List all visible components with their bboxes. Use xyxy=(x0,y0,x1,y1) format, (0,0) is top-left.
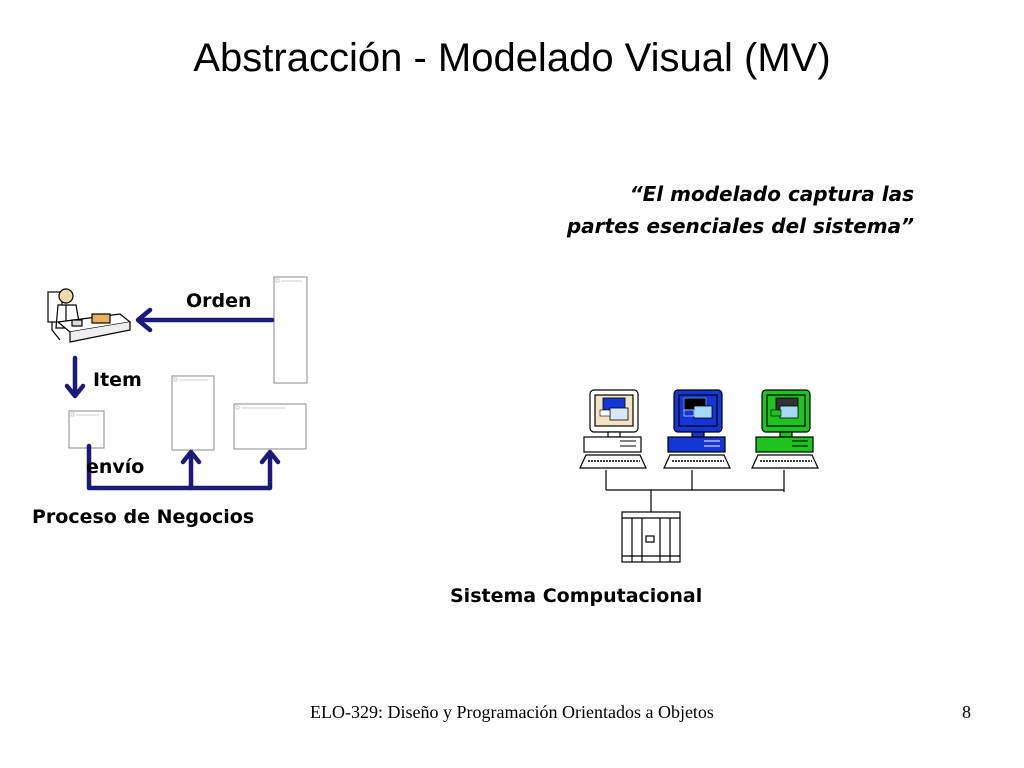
label-order: Orden xyxy=(186,290,252,312)
quote-line-2: partes esenciales del sistema” xyxy=(566,214,914,238)
business-process-caption: Proceso de Negocios xyxy=(32,506,255,528)
label-item: Item xyxy=(93,369,142,391)
network-lines xyxy=(605,470,785,512)
workstation-icon xyxy=(751,389,819,469)
quote: “El modelado captura las partes esencial… xyxy=(567,178,914,242)
document-shipping xyxy=(68,410,105,449)
footer-course: ELO-329: Diseño y Programación Orientado… xyxy=(310,702,714,722)
person-at-desk-icon xyxy=(47,288,132,343)
workstation-icon xyxy=(579,389,647,469)
label-shipping: envío xyxy=(86,456,145,478)
server-icon xyxy=(621,511,681,563)
process-arrows xyxy=(64,307,281,491)
arrow-shipping-loop xyxy=(86,443,273,491)
computer-system-caption: Sistema Computacional xyxy=(450,585,703,607)
workstation-icon xyxy=(663,389,731,469)
slide-title: Abstracción - Modelado Visual (MV) xyxy=(193,36,831,80)
document-order xyxy=(273,276,308,384)
quote-line-1: “El modelado captura las xyxy=(629,182,914,206)
document-invoice xyxy=(233,403,307,450)
page-number: 8 xyxy=(962,702,971,722)
document-item xyxy=(171,375,215,451)
